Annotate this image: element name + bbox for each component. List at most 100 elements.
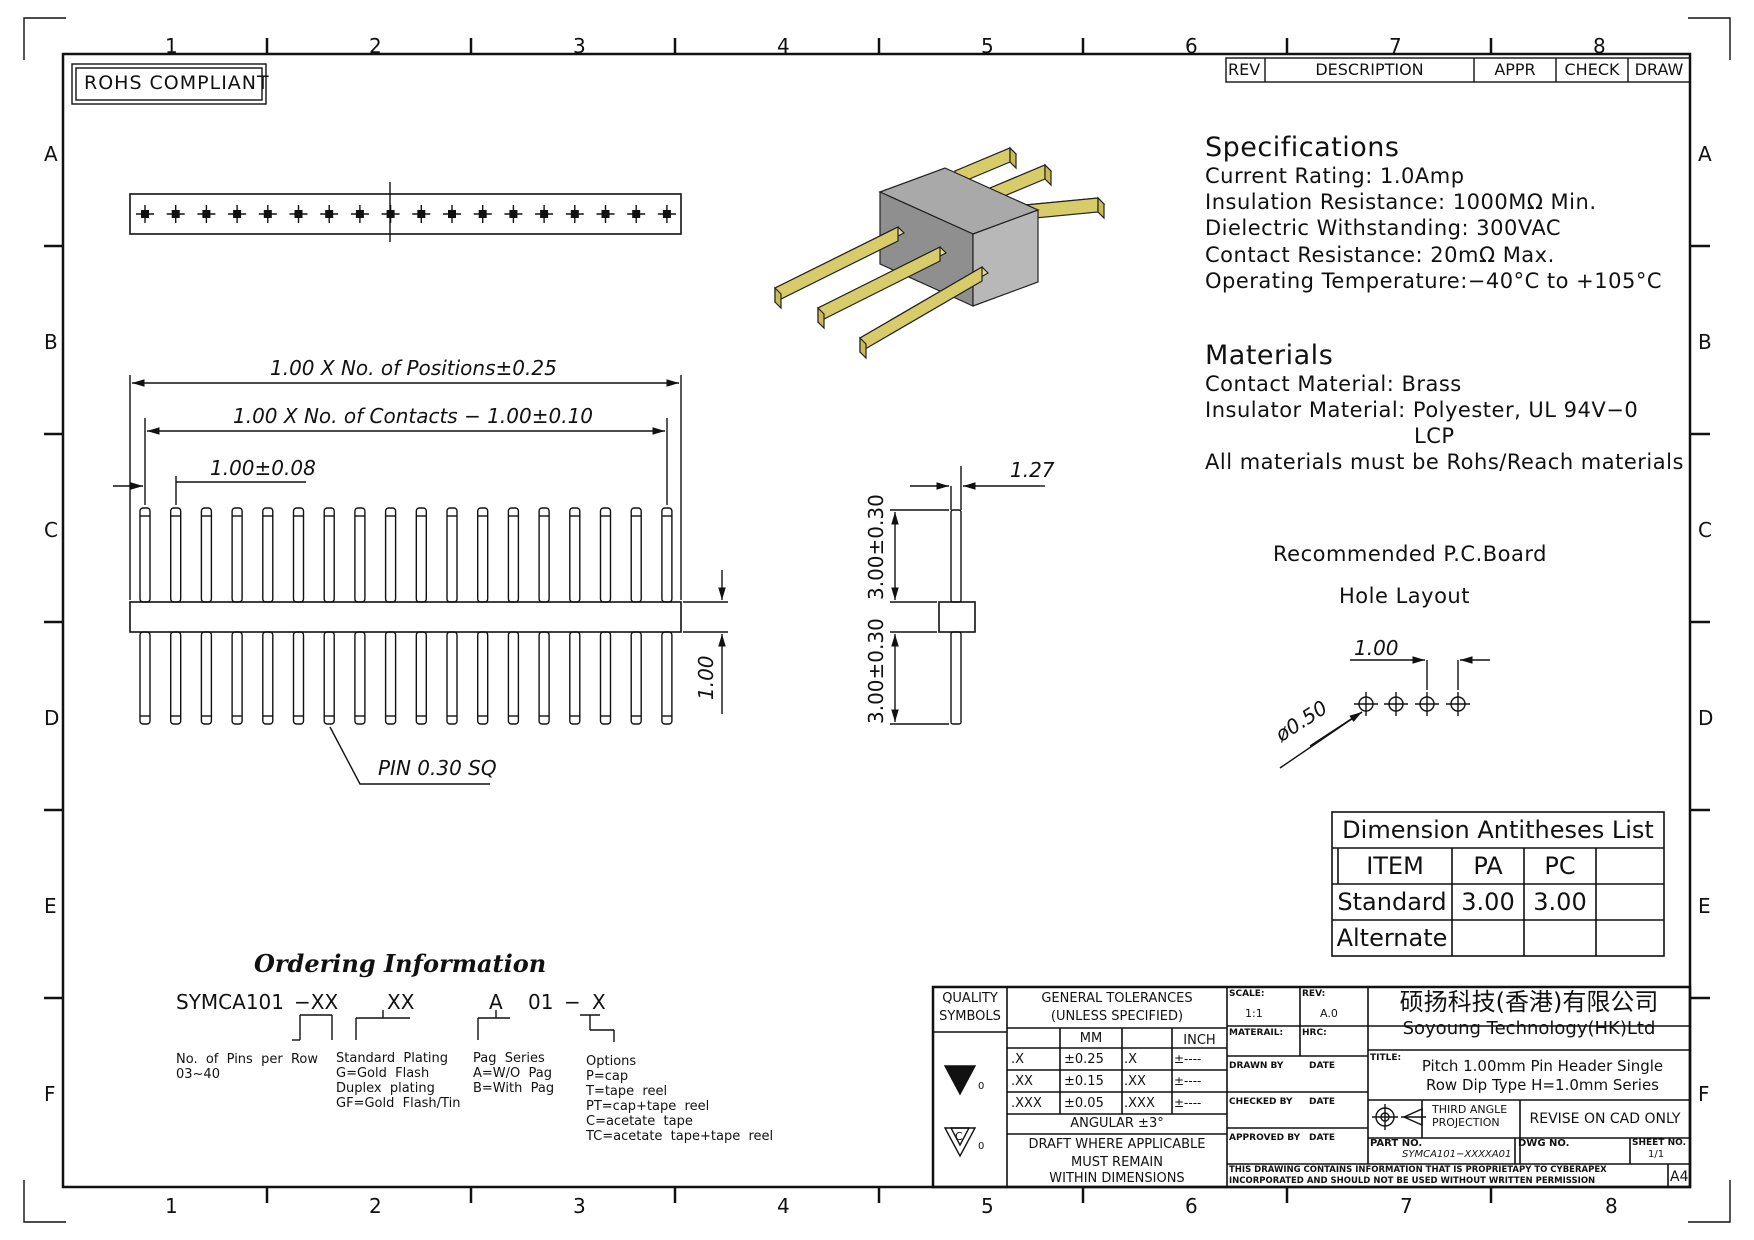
top-view-pin [412,205,431,223]
draft-note: DRAFT WHERE APPLICABLE [1028,1137,1206,1152]
description-header: DESCRIPTION [1315,60,1424,79]
corner-mark [23,17,66,60]
draft-note: WITHIN DIMENSIONS [1049,1171,1185,1186]
antitheses-cell: 3.00 [1461,888,1515,916]
zone-row-label: B [44,330,58,354]
tolerance-cell: .X [1011,1052,1025,1067]
front-view-pin [262,507,274,725]
zone-column-label: 1 [165,1194,178,1218]
top-view-pin [350,205,369,223]
top-view-pin [596,205,615,223]
zone-column-label: 7 [1400,1194,1413,1218]
antitheses-cell: Standard [1337,888,1447,916]
tolerance-cell: .XX [1124,1074,1146,1089]
front-view-pin [323,507,335,725]
zone-column-label: 8 [1605,1194,1618,1218]
front-view-pin [231,507,243,725]
proprietary-notice: THIS DRAWING CONTAINS INFORMATION THAT I… [1229,1165,1607,1175]
zone-row-label: A [44,142,58,166]
tolerance-cell: ±---- [1174,1096,1202,1110]
front-view-pin [569,507,581,725]
top-view-pin [258,205,277,223]
spec-line: Contact Resistance: 20mΩ Max. [1205,243,1555,267]
dim-pin-size: PIN 0.30 SQ [378,756,497,780]
top-view-pin [381,205,400,223]
top-view-pin [228,205,247,223]
zone-column-label: 5 [981,34,994,58]
iso-pin [773,226,906,310]
front-view [113,375,728,785]
top-view-pin [197,205,216,223]
tolerance-cell: ±---- [1174,1074,1202,1088]
title-block-grid [931,985,1692,1189]
symbol-sub: 0 [978,1141,985,1152]
date-label: DATE [1309,1097,1336,1107]
top-view-pin [504,205,523,223]
order-code-part: A [489,990,503,1014]
company-name-en: Soyoung Technology(HK)Ltd [1402,1018,1656,1039]
rev-value: A.0 [1320,1007,1338,1020]
zone-ticks [44,38,1710,1203]
drawing-border [61,52,1692,1189]
dim-positions: 1.00 X No. of Positions±0.25 [270,356,557,380]
corner-mark [23,1180,66,1223]
zone-column-label: 3 [573,1194,586,1218]
pcb-hole [1415,692,1439,716]
top-view-pin [166,205,185,223]
top-view-pin [657,205,676,223]
scale-label: SCALE: [1229,989,1265,999]
inch-header: INCH [1183,1033,1216,1048]
order-code-part: −XX [294,990,339,1014]
dim-upper-pin: 3.00±0.30 [864,494,888,600]
symbol-sub: 0 [978,1081,985,1092]
pcb-hole [1384,692,1408,716]
front-view-pin [630,507,642,725]
scale-value: 1:1 [1245,1007,1263,1020]
spec-line: Operating Temperature:−40°C to +105°C [1205,269,1663,293]
zone-row-label: C [44,518,58,542]
corner-mark [1688,17,1731,60]
rohs-box [71,63,267,105]
checked-by-label: CHECKED BY [1229,1097,1293,1107]
tolerance-cell: ±0.15 [1064,1074,1104,1089]
order-code-part: 01 [528,990,554,1014]
revision-table [1225,57,1691,83]
drawing-title-line2: Row Dip Type H=1.0mm Series [1425,1076,1659,1094]
finish-symbols [943,1065,977,1158]
approved-by-label: APPROVED BY [1229,1133,1301,1143]
order-code-part: SYMCA101 [176,990,284,1014]
mm-header: MM [1079,1031,1103,1046]
pcb-title: Recommended P.C.Board [1273,542,1547,566]
dwg-no-label: DWG NO. [1518,1138,1570,1149]
general-tolerances: GENERAL TOLERANCES [1041,991,1193,1006]
front-view-pin [538,507,550,725]
zone-column-label: 2 [369,1194,382,1218]
zone-column-label: 8 [1593,34,1606,58]
order-group-options: Options P=cap T=tape reel PT=cap+tape re… [586,1054,774,1144]
antitheses-cell: 3.00 [1533,888,1587,916]
spec-line: Current Rating: 1.0Amp [1205,164,1465,188]
zone-column-label: 2 [369,34,382,58]
order-code-part: XX [387,990,415,1014]
part-no-label: PART NO. [1370,1138,1423,1149]
material-line: LCP [1414,424,1455,448]
top-view-pin [627,205,646,223]
order-code-part: X [592,990,606,1014]
pcb-subtitle: Hole Layout [1339,584,1470,608]
date-label: DATE [1309,1133,1336,1143]
front-view-pin [599,507,612,725]
zone-row-label: A [1698,142,1712,166]
spec-line: Dielectric Withstanding: 300VAC [1205,216,1562,240]
order-group-pag: Pag Series A=W/O Pag B=With Pag [473,1051,555,1096]
order-code-part: − [564,990,581,1014]
zone-column-label: 6 [1185,1194,1198,1218]
dim-lower-pin: 3.00±0.30 [864,618,888,724]
zone-row-label: D [44,706,60,730]
tolerance-cell: ±---- [1174,1052,1202,1066]
top-view-pin [535,205,554,223]
antitheses-table [1331,811,1665,957]
zone-row-label: E [44,894,57,918]
sheet-no-value: 1/1 [1648,1149,1665,1160]
top-view-pin [473,205,492,223]
